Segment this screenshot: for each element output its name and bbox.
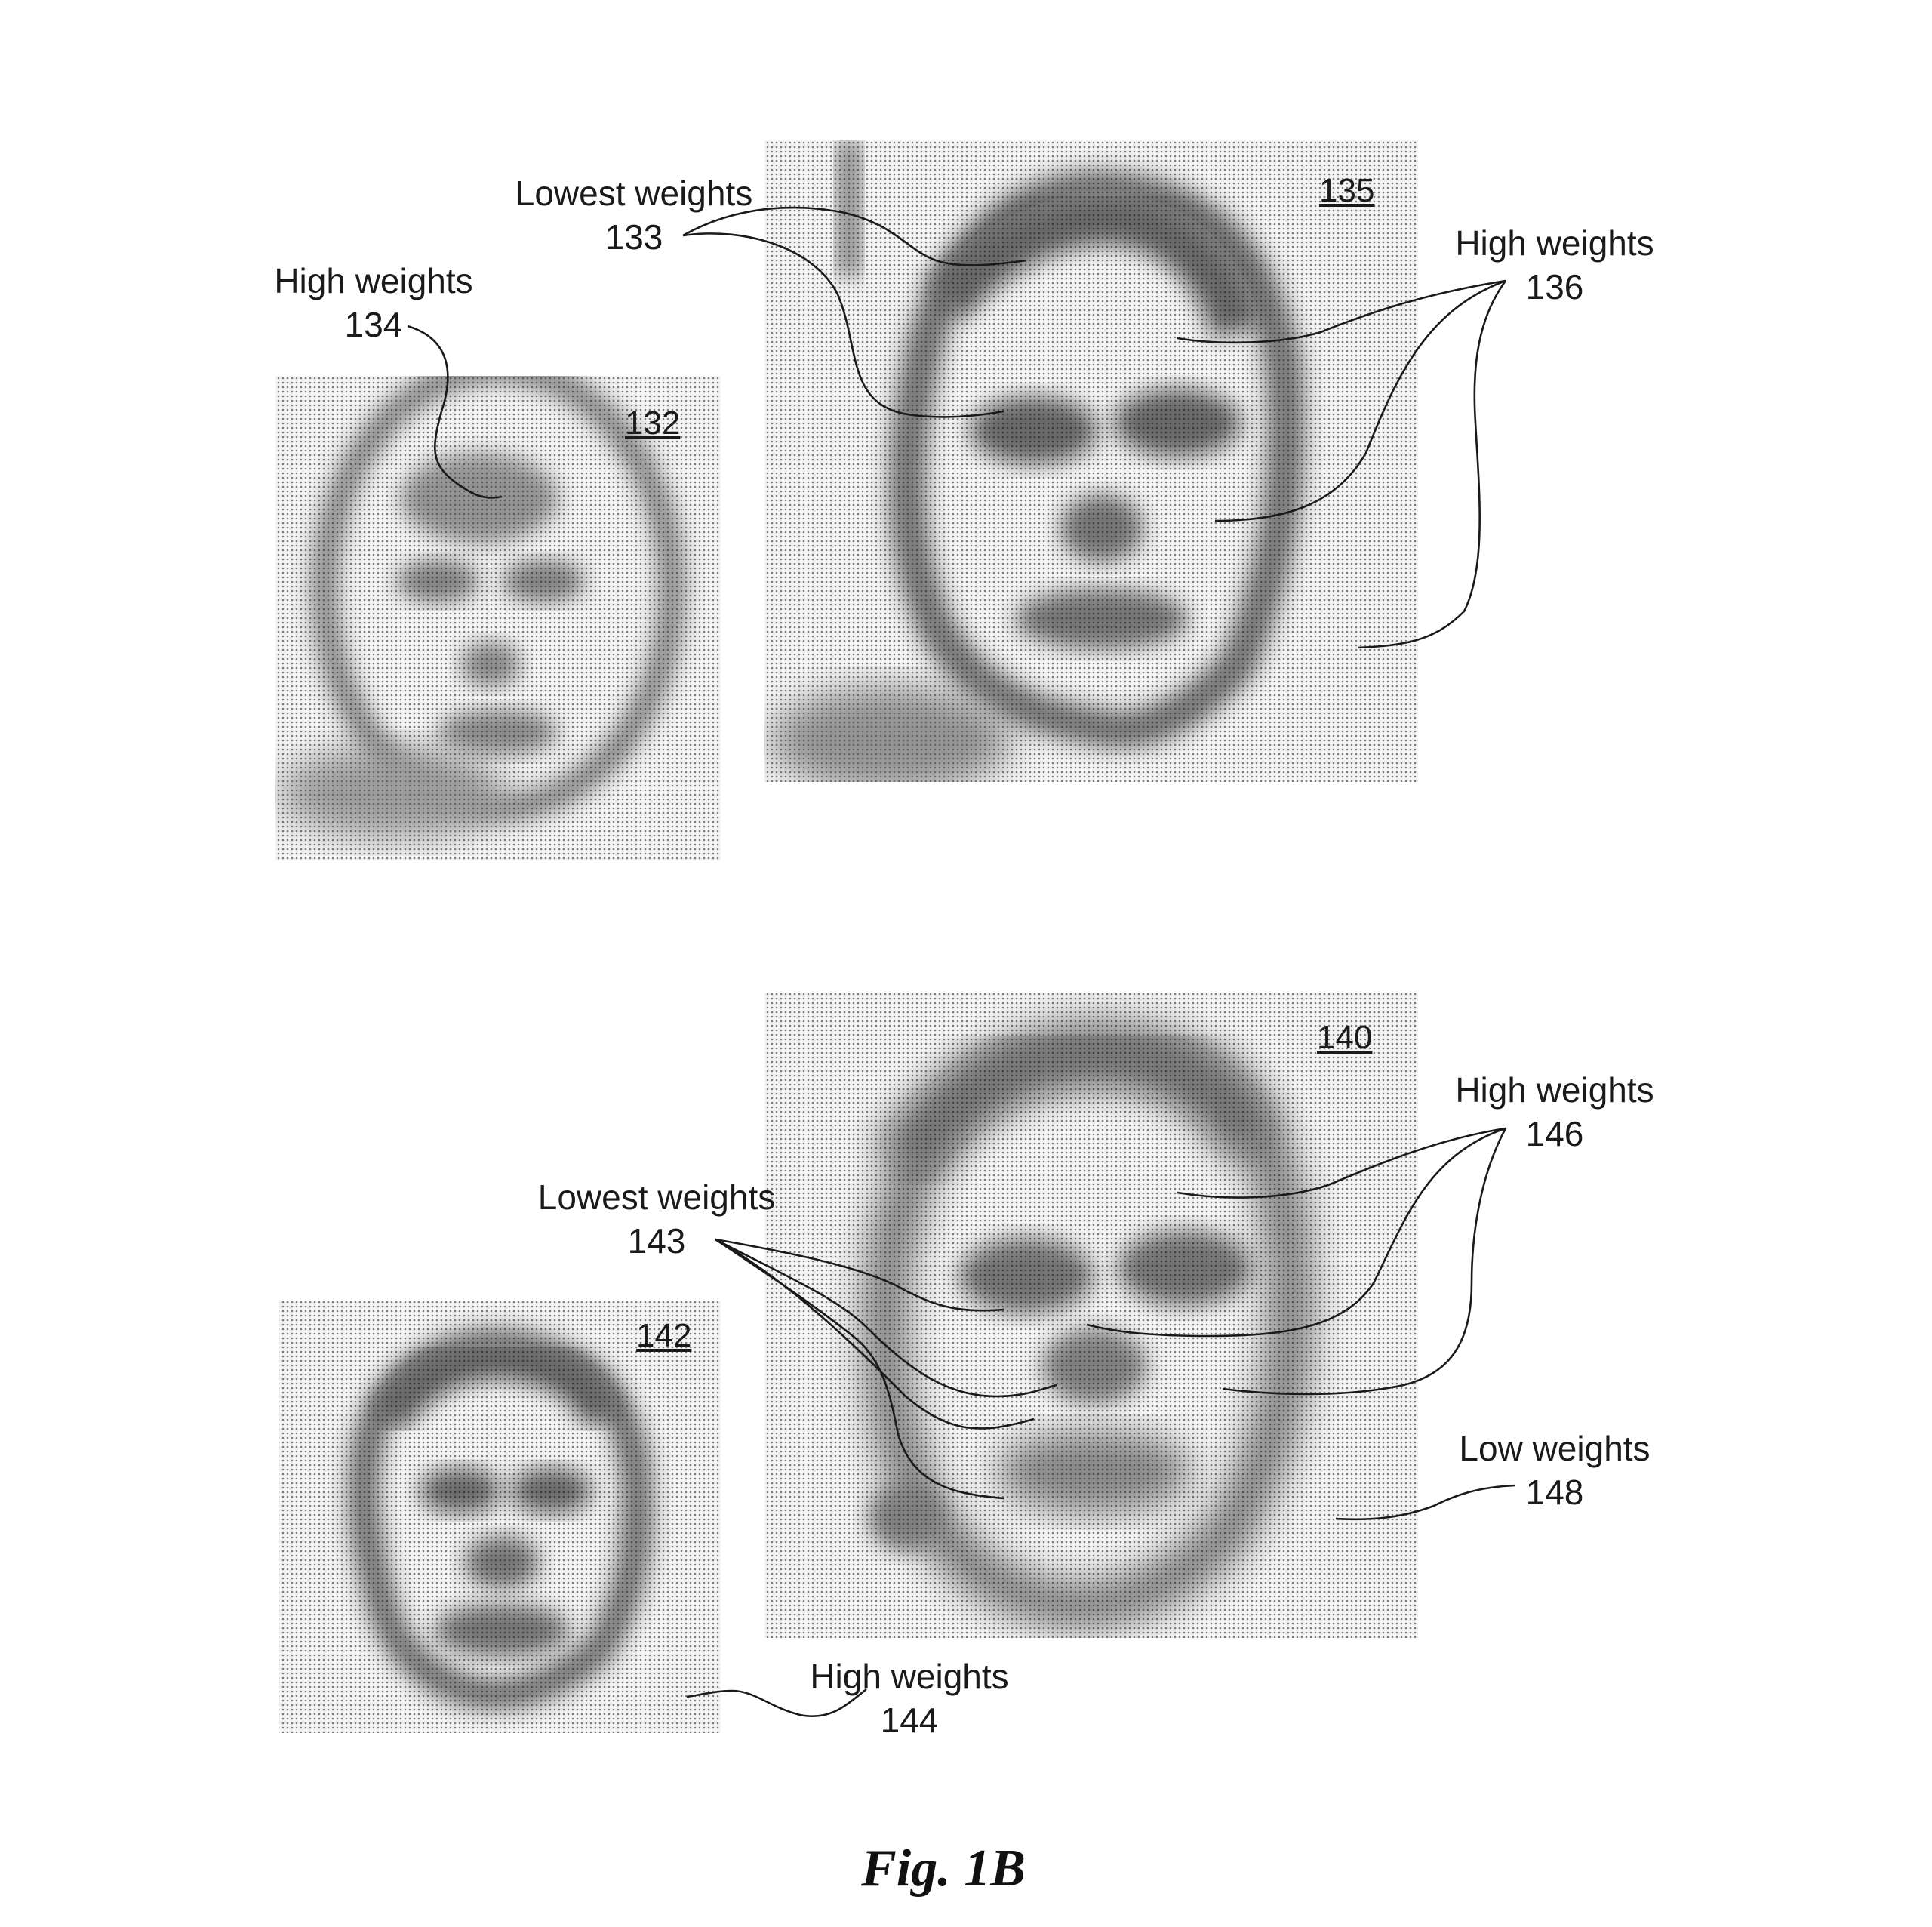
face-image-132: [275, 376, 721, 860]
label-148-number: 148: [1525, 1473, 1584, 1512]
label-148-text: Low weights: [1459, 1429, 1651, 1468]
label-134-number: 134: [344, 305, 403, 344]
label-136-text: High weights: [1455, 223, 1654, 263]
label-143-text: Lowest weights: [537, 1177, 776, 1217]
label-133-text: Lowest weights: [515, 174, 753, 213]
label-136-number: 136: [1525, 267, 1584, 306]
panel-number-142: 142: [636, 1317, 692, 1354]
label-143-number: 143: [627, 1221, 686, 1261]
panel-number-135: 135: [1319, 172, 1375, 209]
label-144-number: 144: [880, 1701, 939, 1740]
face-image-142: [279, 1301, 721, 1733]
leader-lines: [407, 206, 1516, 1718]
panel-number-132: 132: [625, 405, 681, 442]
label-144-text: High weights: [810, 1657, 1009, 1696]
figure-caption: Fig. 1B: [860, 1839, 1026, 1898]
label-146-text: High weights: [1455, 1070, 1654, 1110]
label-134: High weights 134: [253, 259, 494, 346]
label-136: High weights 136: [1434, 221, 1675, 309]
label-133-number: 133: [605, 217, 663, 257]
face-image-140: [764, 993, 1418, 1638]
face-image-135: [764, 140, 1418, 782]
label-133: Lowest weights 133: [498, 171, 770, 259]
label-143: Lowest weights 143: [521, 1175, 792, 1263]
label-146-number: 146: [1525, 1114, 1584, 1153]
label-146: High weights 146: [1434, 1068, 1675, 1156]
panel-number-140: 140: [1317, 1019, 1373, 1056]
label-134-text: High weights: [274, 261, 473, 300]
label-148: Low weights 148: [1441, 1427, 1668, 1514]
label-144: High weights 144: [789, 1655, 1030, 1742]
